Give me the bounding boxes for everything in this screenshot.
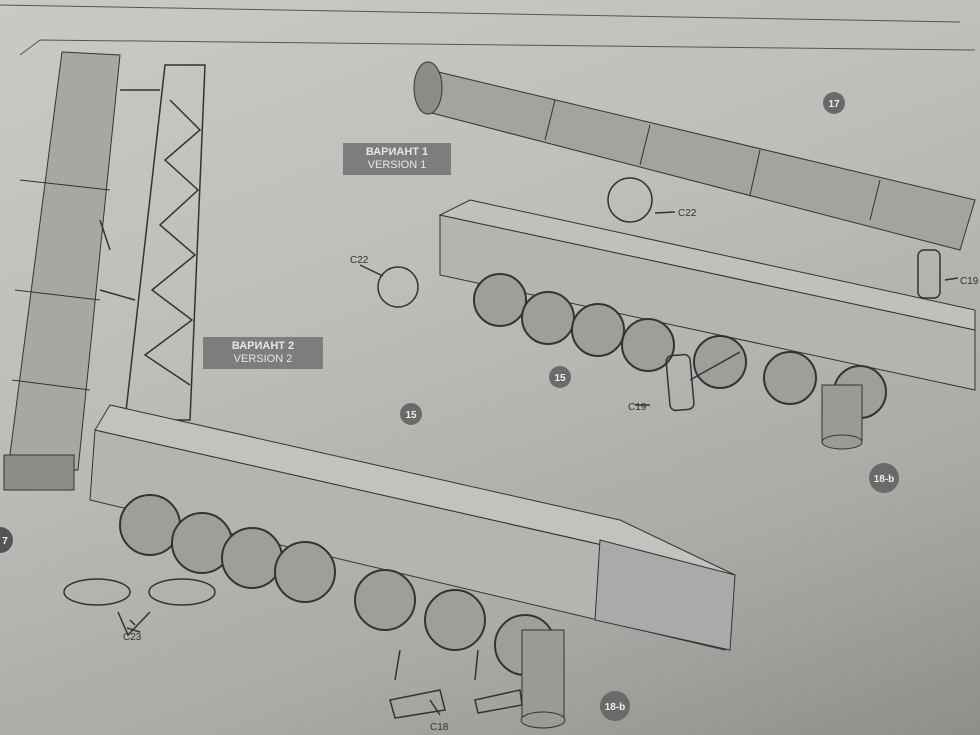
callout-15-v1: 15 <box>549 366 571 388</box>
erector-tower <box>124 64 206 421</box>
callout-18b-v1: 18-b <box>869 463 899 493</box>
c19-mirror-right <box>917 249 941 299</box>
c22-disc-front <box>377 266 419 308</box>
chassis-version2 <box>89 404 736 651</box>
version1-en: VERSION 1 <box>367 159 427 171</box>
callout-18b-v2: 18-b <box>600 691 630 721</box>
label-c19-bottom: C19 <box>628 402 647 413</box>
svg-text:7: 7 <box>2 536 8 547</box>
version2-ru: ВАРИАНТ 2 <box>231 340 295 352</box>
c19-mirror-bottom <box>665 353 695 412</box>
label-c18: C18 <box>430 722 449 733</box>
svg-text:18-b: 18-b <box>874 474 895 485</box>
version1-badge: ВАРИАНТ 1 VERSION 1 <box>343 143 451 175</box>
small-parts <box>63 89 959 719</box>
svg-text:15: 15 <box>554 373 566 384</box>
svg-text:17: 17 <box>828 99 840 110</box>
svg-text:15: 15 <box>405 410 417 421</box>
label-c22-front: C22 <box>350 255 369 266</box>
version1-ru: ВАРИАНТ 1 <box>365 146 429 158</box>
c22-disc-missile <box>607 177 653 223</box>
page-border <box>0 4 976 56</box>
missile-left <box>3 51 121 491</box>
label-c19-right: C19 <box>960 276 979 287</box>
version2-badge: ВАРИАНТ 2 VERSION 2 <box>203 337 323 369</box>
c18-pad-1 <box>389 689 446 719</box>
jack-18b-v2 <box>520 629 566 729</box>
wheels-version2 <box>119 494 556 676</box>
c23-pad-1 <box>63 578 131 606</box>
c23-pad-2 <box>148 578 216 606</box>
callout-17-partial: 7 <box>0 527 13 553</box>
jack-18b-v1 <box>821 384 863 450</box>
c18-pad-2 <box>474 689 523 714</box>
callout-17: 17 <box>823 92 845 114</box>
missile-top <box>413 61 976 251</box>
label-c22-missile: C22 <box>678 208 697 219</box>
label-c23: C23 <box>123 632 142 643</box>
svg-text:18-b: 18-b <box>605 702 626 713</box>
version2-en: VERSION 2 <box>233 353 293 365</box>
chassis-version1 <box>438 199 976 391</box>
callout-15-v2: 15 <box>400 403 422 425</box>
